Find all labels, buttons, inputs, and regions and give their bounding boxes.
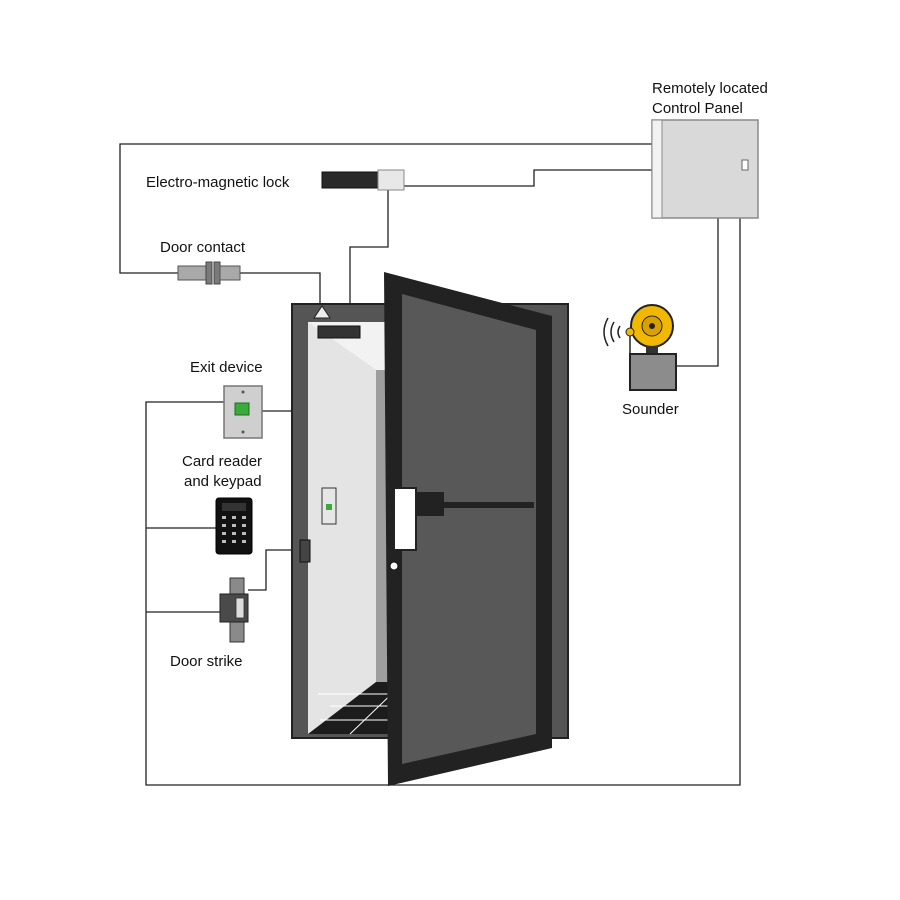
interior-left-wall xyxy=(308,322,376,734)
wire-em-lock-to-frame xyxy=(349,190,389,322)
label-sounder: Sounder xyxy=(622,401,679,418)
wiring xyxy=(119,143,741,786)
control-panel-lock-icon xyxy=(741,159,749,171)
label-control-panel-line1: Remotely located xyxy=(652,80,768,97)
label-card-reader-line1: Card reader xyxy=(182,453,262,470)
wire-panel-bottom-loop xyxy=(145,218,741,786)
frame-door-contact-sensor xyxy=(313,305,331,319)
frame-strike-keeper xyxy=(299,539,311,563)
card-reader-keypad xyxy=(215,497,253,555)
exit-device xyxy=(223,385,263,439)
frame-exit-sensor-led xyxy=(326,504,332,510)
door-leaf-outer xyxy=(384,272,552,786)
control-panel xyxy=(651,119,759,219)
em-lock-armature xyxy=(317,325,361,339)
wire-panel-to-em-lock xyxy=(402,169,652,187)
door-push-bar-bracket xyxy=(414,492,444,516)
wire-door-contact-to-frame xyxy=(240,272,321,305)
door-lock-cylinder xyxy=(389,561,399,571)
door-contact xyxy=(177,261,241,285)
wire-panel-to-sounder xyxy=(676,218,719,367)
wire-strike-to-frame xyxy=(248,549,300,591)
door-push-bar xyxy=(416,502,534,508)
label-em-lock: Electro-magnetic lock xyxy=(146,174,290,191)
wire-panel-to-door-contact xyxy=(119,143,652,274)
door-strike xyxy=(219,577,249,643)
keypad-buttons xyxy=(222,516,246,543)
door-glass xyxy=(402,294,536,764)
door-assembly xyxy=(291,272,569,786)
door-handle xyxy=(393,487,417,551)
sound-waves-icon xyxy=(603,317,621,347)
sounder xyxy=(603,304,677,391)
electro-magnetic-lock xyxy=(321,169,405,191)
label-door-strike: Door strike xyxy=(170,653,243,670)
exit-device-button xyxy=(234,402,250,416)
label-door-contact: Door contact xyxy=(160,239,246,256)
label-exit-device: Exit device xyxy=(190,359,263,376)
door-leaf xyxy=(384,272,552,786)
label-card-reader-line2: and keypad xyxy=(184,473,262,490)
label-control-panel-line2: Control Panel xyxy=(652,100,743,117)
sounder-box xyxy=(629,353,677,391)
